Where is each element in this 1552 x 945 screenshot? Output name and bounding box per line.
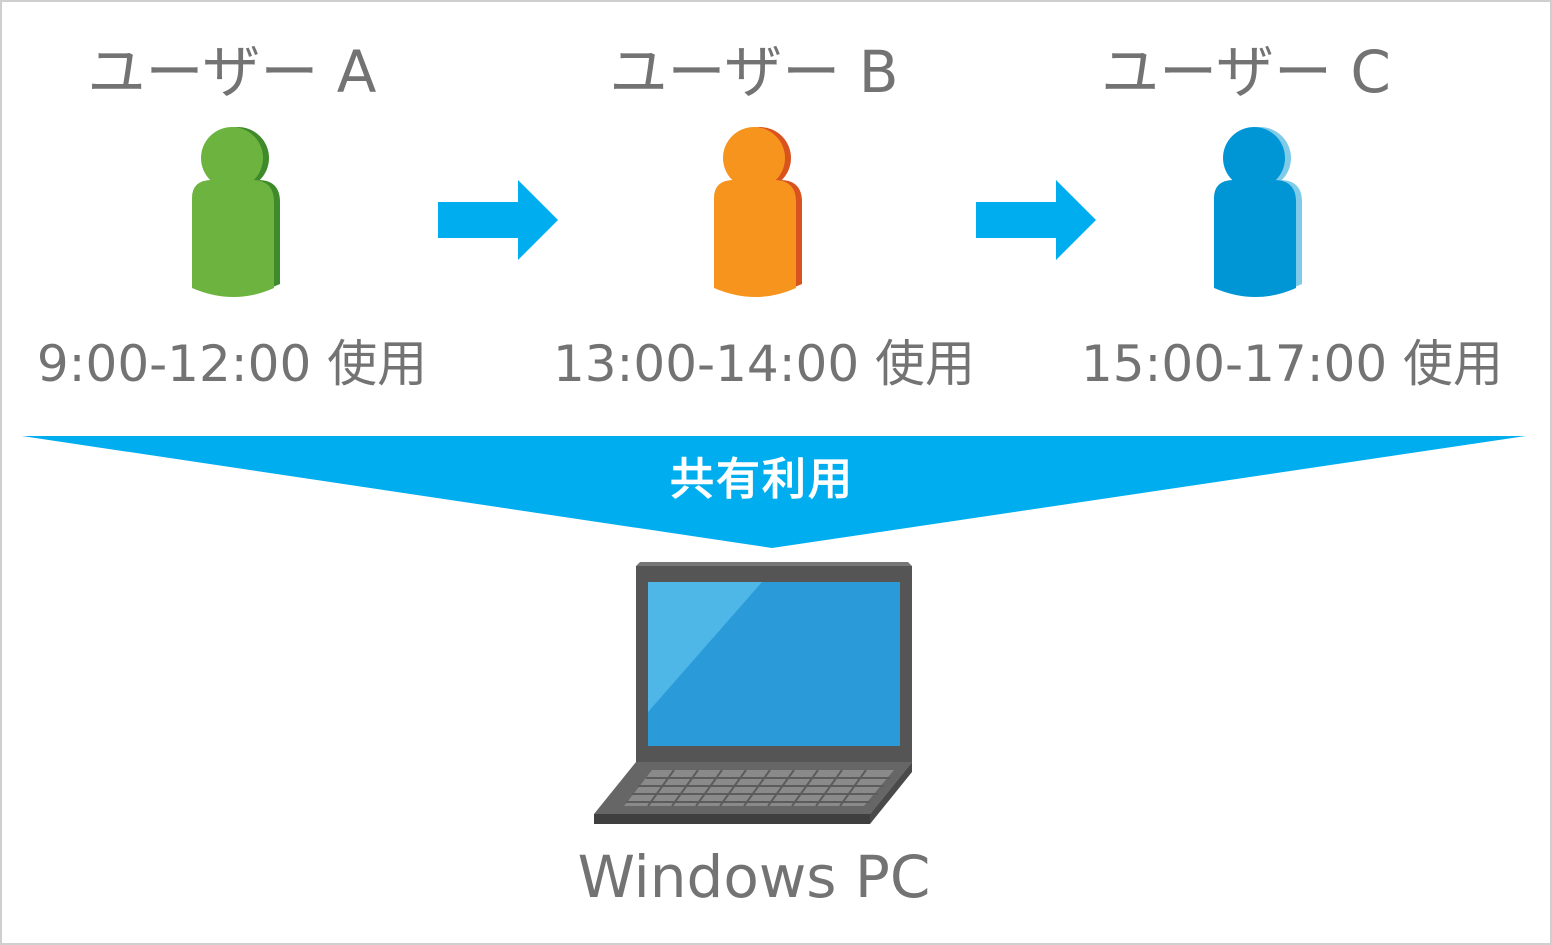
user-b-title: ユーザー B	[609, 38, 899, 106]
right-arrow-icon	[438, 180, 558, 260]
user-c-title: ユーザー C	[1101, 38, 1391, 106]
laptop-icon	[594, 562, 912, 824]
user-c-icon	[1214, 127, 1302, 297]
shared-use-banner	[22, 436, 1526, 548]
right-arrow-icon	[976, 180, 1096, 260]
user-b-time: 13:00-14:00 使用	[552, 335, 976, 393]
user-a-title: ユーザー A	[87, 38, 377, 106]
user-c-time: 15:00-17:00 使用	[1080, 335, 1504, 393]
user-b-icon	[714, 127, 802, 297]
user-a-time: 9:00-12:00 使用	[36, 335, 428, 393]
windows-pc-label: Windows PC	[577, 843, 931, 911]
user-a-icon	[192, 127, 280, 297]
shared-use-label: 共有利用	[670, 454, 854, 505]
